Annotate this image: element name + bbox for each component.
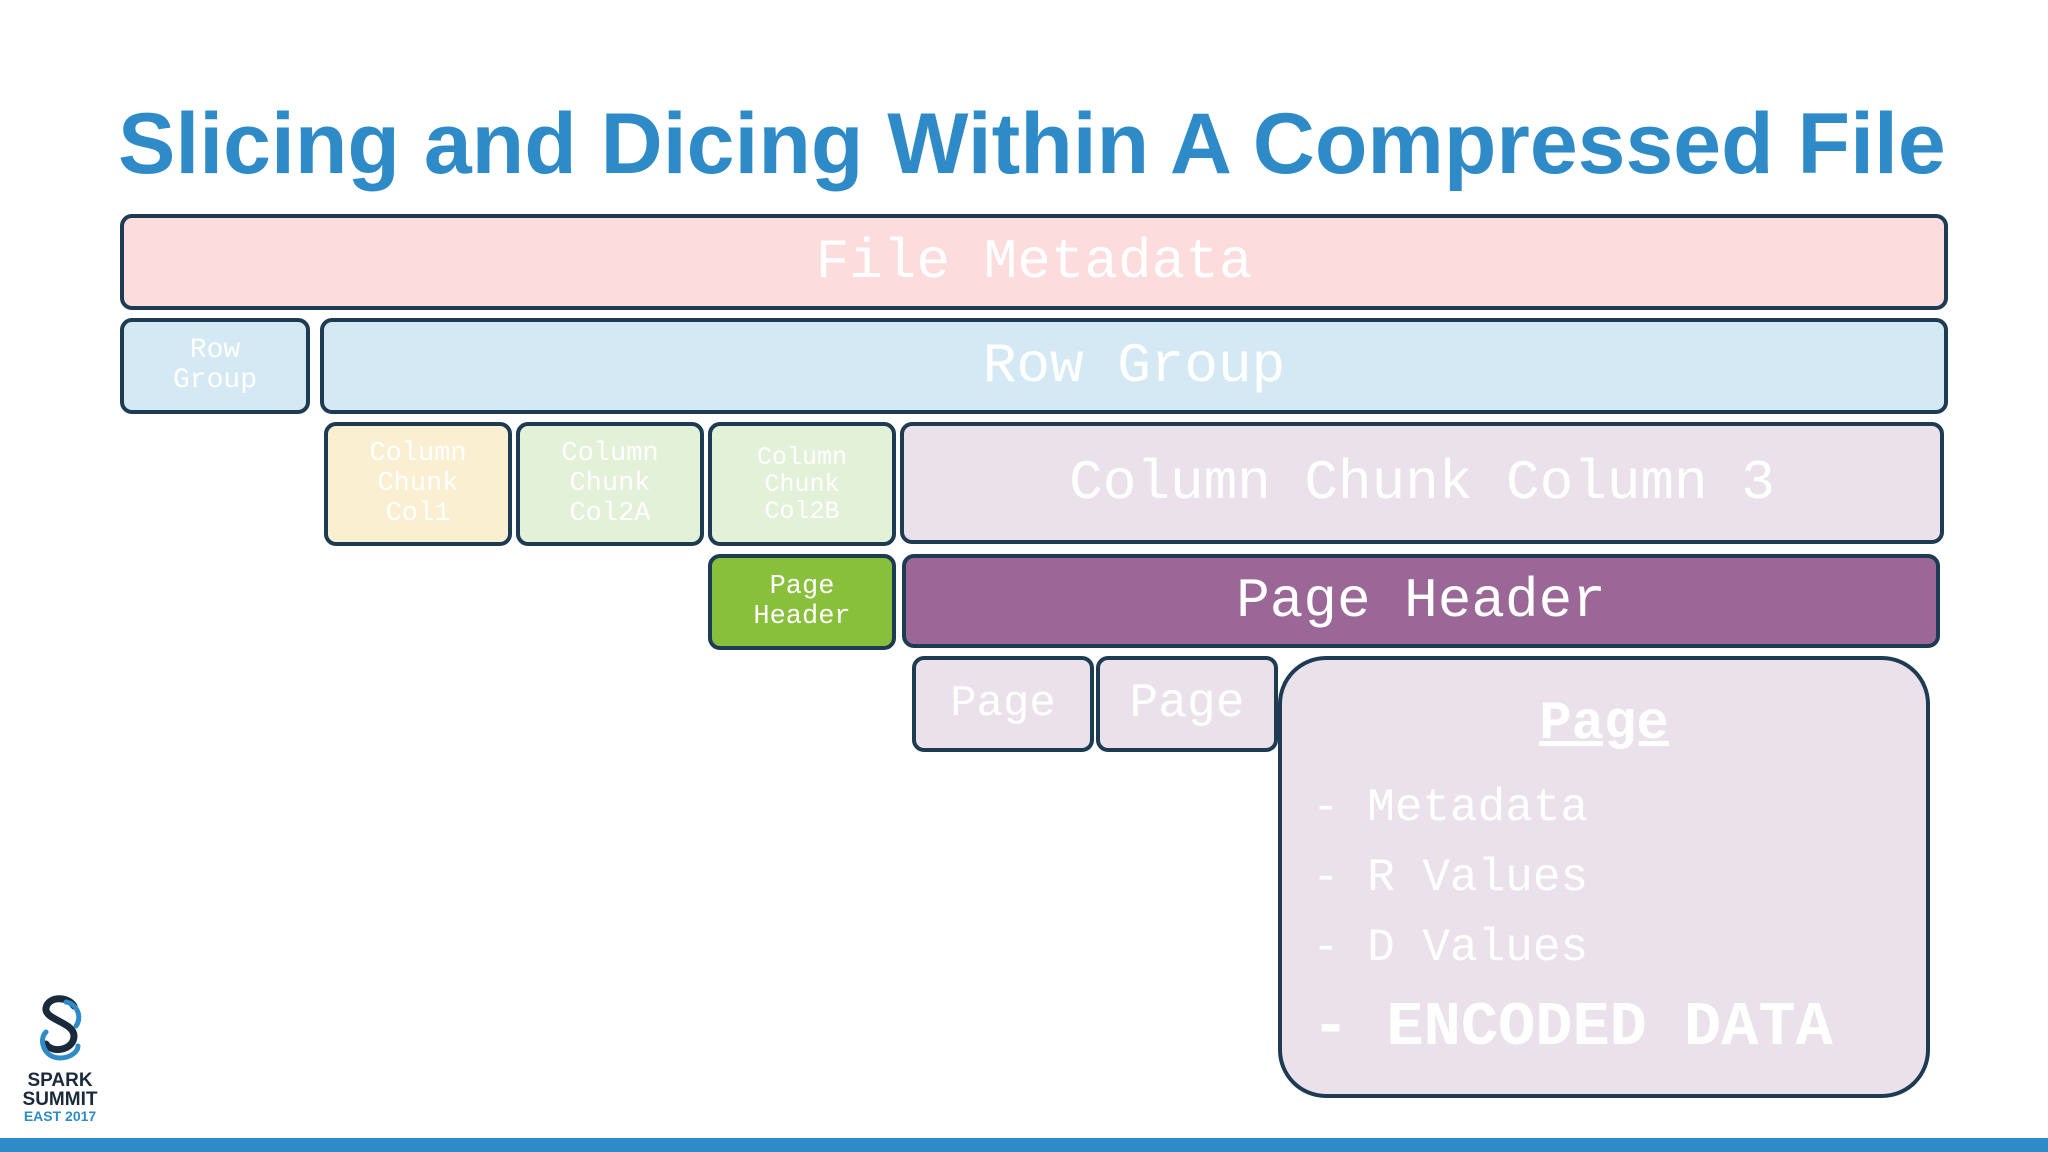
page-header-large-label: Page Header	[1236, 569, 1606, 633]
logo-text-line-2: SUMMIT	[22, 1089, 98, 1110]
page-a-label: Page	[950, 679, 1056, 729]
column-chunk-col1-block: Column Chunk Col1	[324, 422, 512, 546]
slide-title: Slicing and Dicing Within A Compressed F…	[118, 96, 1946, 192]
page-detail-item-d-values: - D Values	[1312, 922, 1589, 974]
column-chunk-col2a-line-3: Col2A	[569, 499, 651, 529]
page-header-small-block: Page Header	[708, 554, 896, 650]
column-chunk-col1-line-1: Column	[369, 439, 467, 469]
column-chunk-col1-line-2: Chunk	[377, 469, 459, 499]
logo-text-line-1: SPARK	[27, 1070, 93, 1091]
file-metadata-label: File Metadata	[815, 230, 1253, 294]
page-header-small-line-1: Page	[769, 572, 835, 602]
page-block-b: Page	[1096, 656, 1278, 752]
column-chunk-col1-line-3: Col1	[385, 499, 451, 529]
bottom-accent-bar	[0, 1138, 2048, 1152]
column-chunk-col2b-line-3: Col2B	[764, 496, 840, 526]
column-chunk-col3-label: Column Chunk Column 3	[1069, 451, 1775, 515]
page-b-label: Page	[1129, 677, 1245, 731]
row-group-large-label: Row Group	[982, 334, 1286, 398]
page-detail-item-encoded-data: - ENCODED DATA	[1312, 992, 1833, 1063]
column-chunk-col2b-line-2: Chunk	[764, 469, 840, 499]
page-detail-title: Page	[1539, 694, 1669, 755]
row-group-small-line-2: Group	[172, 365, 257, 396]
spark-summit-logo: SPARK SUMMIT EAST 2017	[18, 992, 102, 1124]
page-detail-item-r-values: - R Values	[1312, 852, 1589, 904]
page-detail-item-metadata: - Metadata	[1312, 782, 1589, 834]
spark-summit-mark-icon	[40, 995, 82, 1061]
row-group-large-block: Row Group	[320, 318, 1948, 414]
row-group-small-block: Row Group	[120, 318, 310, 414]
column-chunk-col2b-line-1: Column	[756, 442, 847, 472]
column-chunk-col2a-line-1: Column	[561, 439, 659, 469]
page-detail-block: Page - Metadata - R Values - D Values - …	[1278, 656, 1930, 1098]
column-chunk-col2a-block: Column Chunk Col2A	[516, 422, 704, 546]
row-group-small-line-1: Row	[189, 335, 241, 366]
column-chunk-col2b-block: Column Chunk Col2B	[708, 422, 896, 546]
column-chunk-col3-block: Column Chunk Column 3	[900, 422, 1944, 544]
logo-text-line-3: EAST 2017	[23, 1108, 97, 1124]
page-block-a: Page	[912, 656, 1094, 752]
page-header-small-line-2: Header	[753, 602, 851, 632]
file-metadata-block: File Metadata	[120, 214, 1948, 310]
column-chunk-col2a-line-2: Chunk	[569, 469, 651, 499]
page-header-large-block: Page Header	[902, 554, 1940, 648]
